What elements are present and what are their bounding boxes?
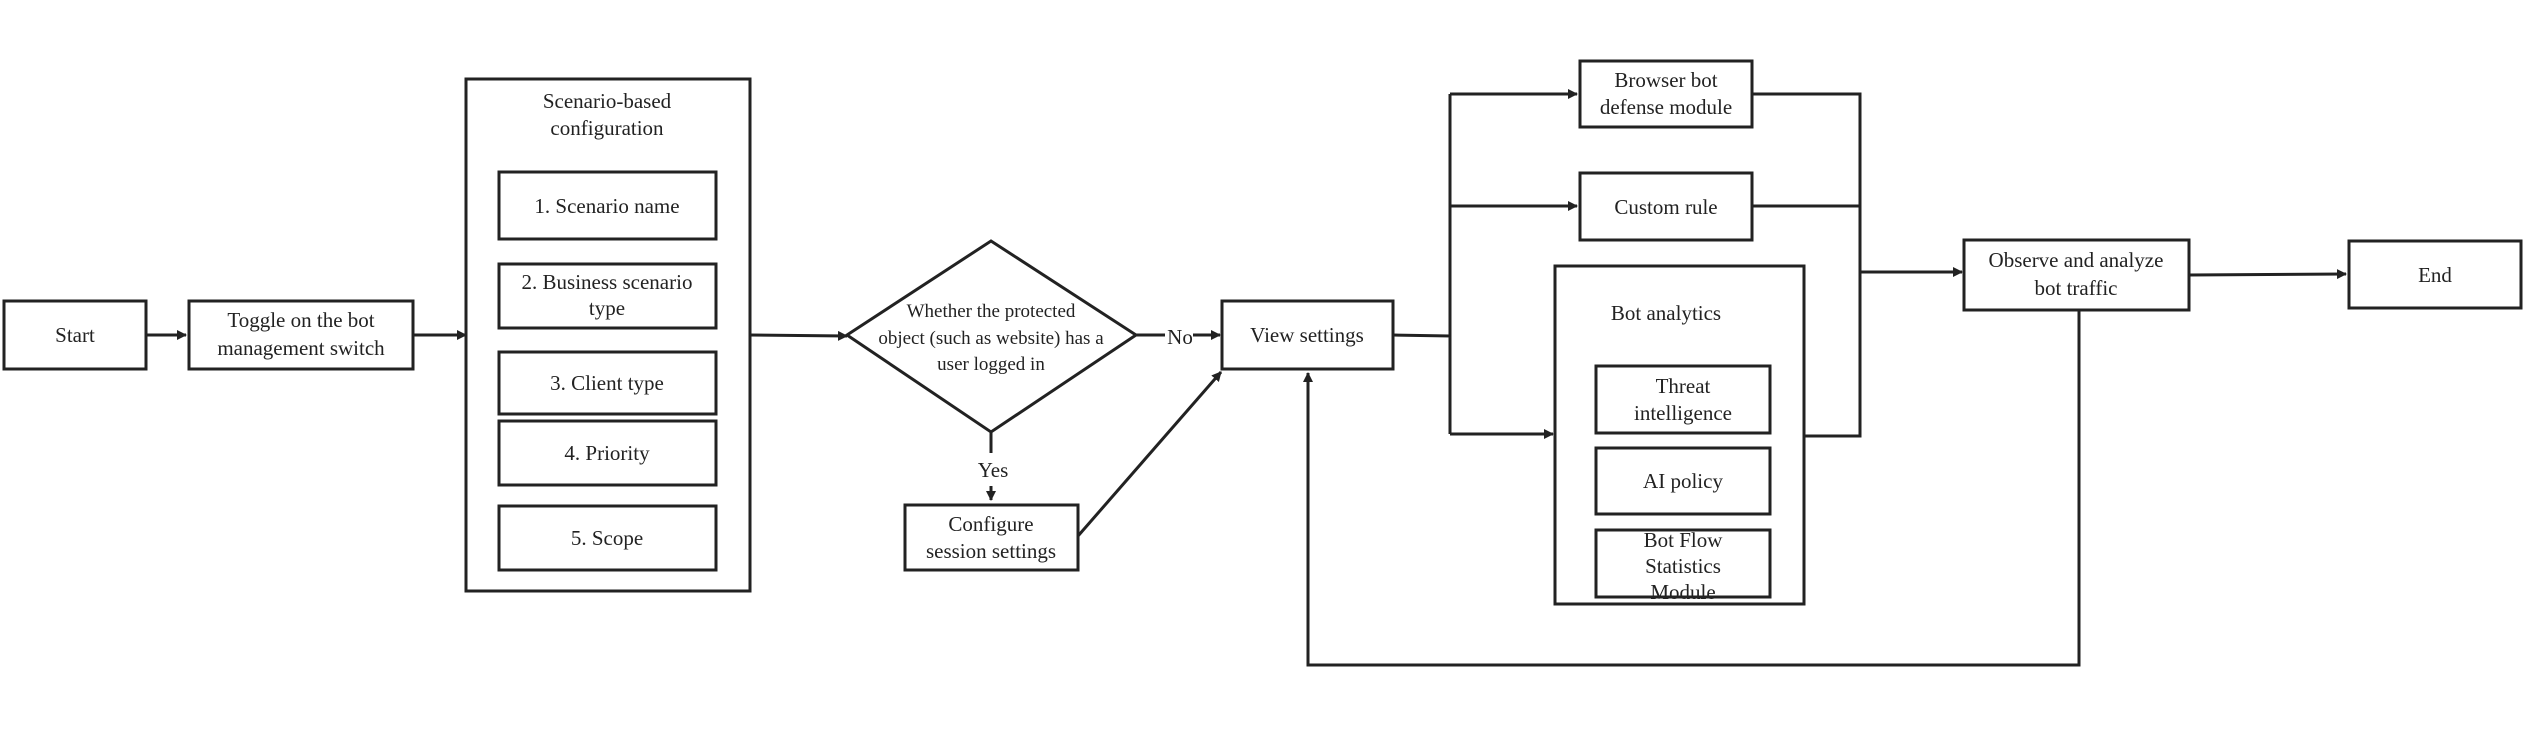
arrow-session-to-view [1076,371,1223,537]
scenario-item-client-type: 3. Client type [550,371,664,395]
node-decision-user-logged-in: Whether the protected object (such as we… [844,239,1139,434]
node-scenario-configuration: Scenario-based configuration 1. Scenario… [464,77,752,593]
threat-intel-label-line1: Threat [1656,374,1711,398]
end-label: End [2418,263,2452,287]
view-settings-label: View settings [1250,323,1364,347]
arrow-observe-feedback-to-view [1303,310,2081,667]
threat-intel-label-line2: intelligence [1634,401,1732,425]
custom-rule-label: Custom rule [1614,195,1717,219]
start-label: Start [55,323,95,347]
scenario-item-business-line1: 2. Business scenario [522,270,693,294]
node-view-settings: View settings [1220,299,1395,371]
node-bot-analytics: Bot analytics Threat intelligence AI pol… [1553,264,1806,606]
bot-flow-label-line1: Bot Flow [1644,528,1724,552]
decision-label-line1: Whether the protected [907,301,1076,322]
bot-flow-label-line2: Statistics [1645,554,1721,578]
scenario-item-scope: 5. Scope [571,526,643,550]
scenario-item-priority: 4. Priority [564,441,650,465]
decision-label-line3: user logged in [937,354,1045,375]
session-label-line1: Configure [948,512,1033,536]
browser-bot-label-line2: defense module [1600,95,1732,119]
node-configure-session-settings: Configure session settings [903,503,1080,572]
session-label-line2: session settings [926,539,1056,563]
decision-label-line2: object (such as website) has a [878,328,1104,349]
bot-flow-label-line3: Module [1650,580,1715,604]
ai-policy-label: AI policy [1643,469,1723,493]
decision-yes-label: Yes [978,458,1009,482]
arrow-scenario-to-decision [749,330,848,341]
line-merge [1752,92,1862,438]
toggle-label-line2: management switch [217,336,385,360]
connectors [146,89,2347,667]
scenario-title-line1: Scenario-based [543,89,672,113]
browser-bot-label-line1: Browser bot [1614,68,1717,92]
node-observe-analyze: Observe and analyze bot traffic [1962,238,2191,312]
observe-label-line1: Observe and analyze [1989,248,2164,272]
node-start: Start [2,299,148,371]
observe-label-line2: bot traffic [2035,276,2118,300]
node-end: End [2347,239,2523,310]
scenario-item-business-line2: type [589,296,625,320]
node-toggle-bot-management: Toggle on the bot management switch [187,299,415,371]
node-browser-bot-defense: Browser bot defense module [1578,59,1754,129]
toggle-label-line1: Toggle on the bot [227,308,374,332]
scenario-title-line2: configuration [550,116,664,140]
line-view-to-branch [1392,94,1452,434]
scenario-item-name: 1. Scenario name [534,194,679,218]
bot-analytics-title: Bot analytics [1611,301,1721,325]
decision-no-label: No [1167,325,1193,349]
arrow-observe-to-end [2188,269,2347,280]
node-custom-rule: Custom rule [1578,171,1754,242]
